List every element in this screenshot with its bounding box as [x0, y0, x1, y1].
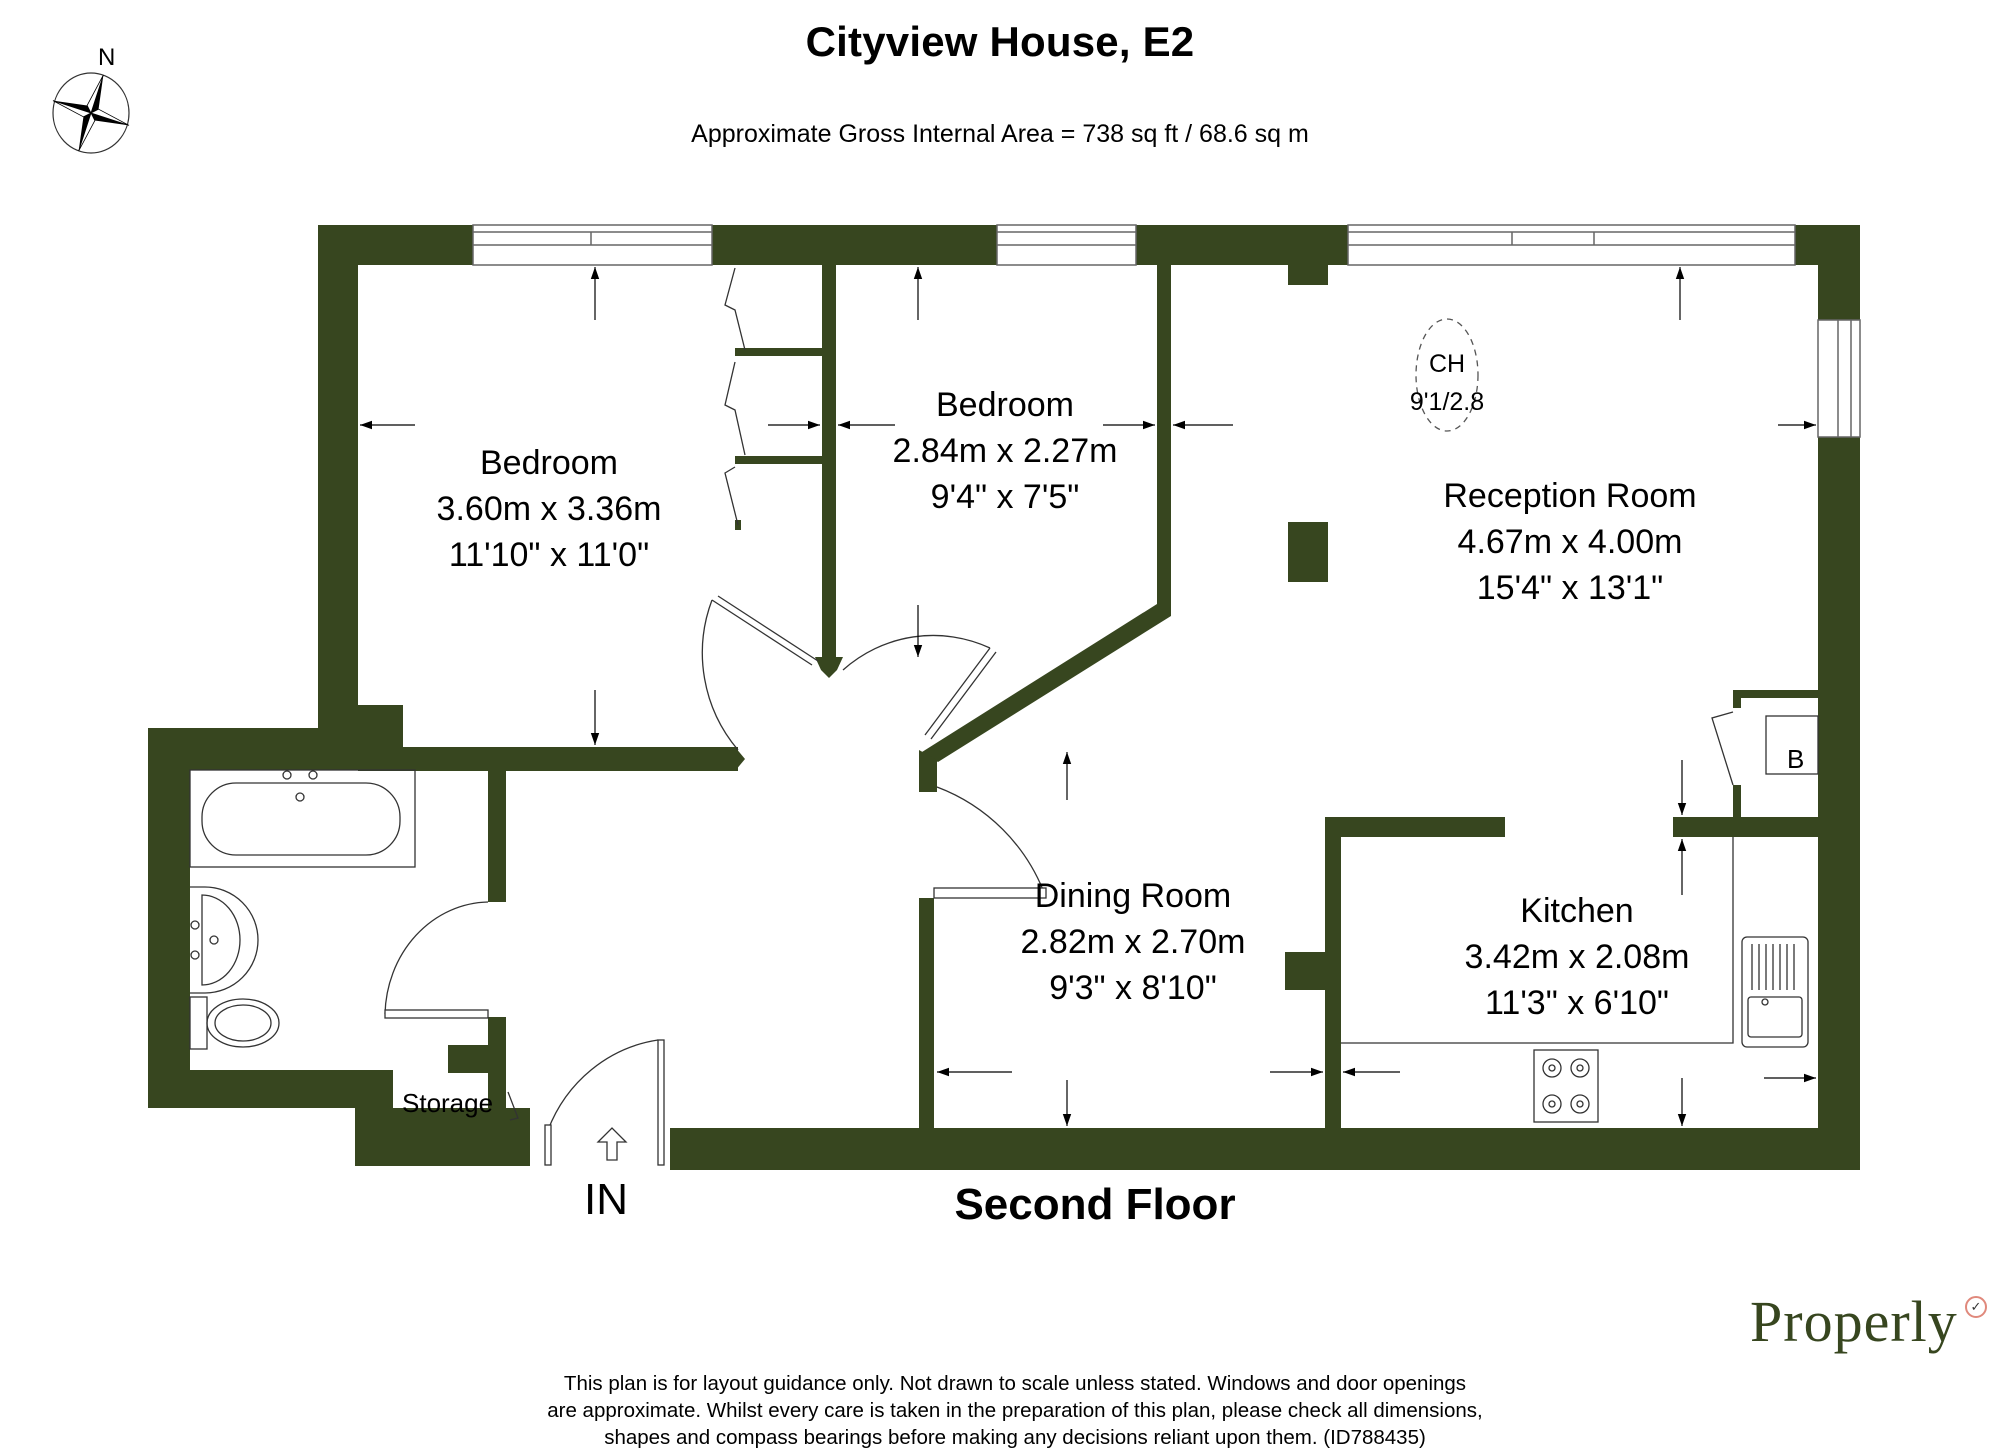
boiler-label: B	[1787, 744, 1805, 774]
room-imperial: 9'3" x 8'10"	[1049, 969, 1217, 1007]
brand-logo: Properly	[1750, 1289, 1958, 1354]
room-imperial: 11'3" x 6'10"	[1485, 984, 1669, 1022]
windows	[472, 224, 1861, 438]
room-bedroom-2: Bedroom 2.84m x 2.27m 9'4" x 7'5"	[893, 382, 1118, 520]
plan-title: Cityview House, E2	[805, 18, 1195, 65]
storage-label: Storage	[402, 1088, 494, 1118]
room-imperial: 11'10" x 11'0"	[448, 536, 650, 574]
dimension-arrows	[360, 267, 1816, 1126]
room-imperial: 15'4" x 13'1"	[1476, 569, 1664, 607]
ceiling-height-value: 9'1/2.8	[1409, 388, 1485, 416]
room-name: Reception Room	[1443, 477, 1697, 515]
room-kitchen: Kitchen 3.42m x 2.08m 11'3" x 6'10"	[1465, 888, 1690, 1026]
room-imperial: 9'4" x 7'5"	[930, 478, 1080, 516]
compass-rose-icon	[52, 72, 130, 154]
room-metric: 2.82m x 2.70m	[1020, 923, 1246, 961]
disclaimer-line: This plan is for layout guidance only. N…	[563, 1372, 1467, 1395]
room-dining: Dining Room 2.82m x 2.70m 9'3" x 8'10"	[1021, 873, 1246, 1011]
north-label: N	[98, 44, 116, 71]
room-name: Dining Room	[1034, 877, 1232, 915]
room-metric: 3.60m x 3.36m	[436, 490, 662, 528]
fixtures	[189, 267, 1819, 1166]
gross-internal-area: Approximate Gross Internal Area = 738 sq…	[691, 120, 1309, 148]
disclaimer-line: are approximate. Whilst every care is ta…	[547, 1399, 1483, 1422]
disclaimer-line: shapes and compass bearings before makin…	[604, 1426, 1426, 1449]
disclaimer: This plan is for layout guidance only. N…	[0, 1370, 2000, 1451]
room-metric: 3.42m x 2.08m	[1464, 938, 1690, 976]
room-name: Bedroom	[480, 444, 618, 482]
check-badge-icon: ✓	[1965, 1296, 1987, 1318]
floor-label: Second Floor	[954, 1180, 1236, 1229]
room-bedroom-1: Bedroom 3.60m x 3.36m 11'10" x 11'0"	[437, 440, 662, 578]
entrance-label: IN	[584, 1175, 628, 1224]
room-metric: 4.67m x 4.00m	[1457, 523, 1683, 561]
room-name: Bedroom	[936, 386, 1074, 424]
ceiling-height-label: CH	[1428, 350, 1466, 378]
room-reception: Reception Room 4.67m x 4.00m 15'4" x 13'…	[1443, 473, 1696, 611]
room-metric: 2.84m x 2.27m	[892, 432, 1118, 470]
ceiling-height: CH 9'1/2.8	[1410, 345, 1484, 421]
room-name: Kitchen	[1520, 892, 1634, 930]
walls	[148, 225, 1860, 1170]
